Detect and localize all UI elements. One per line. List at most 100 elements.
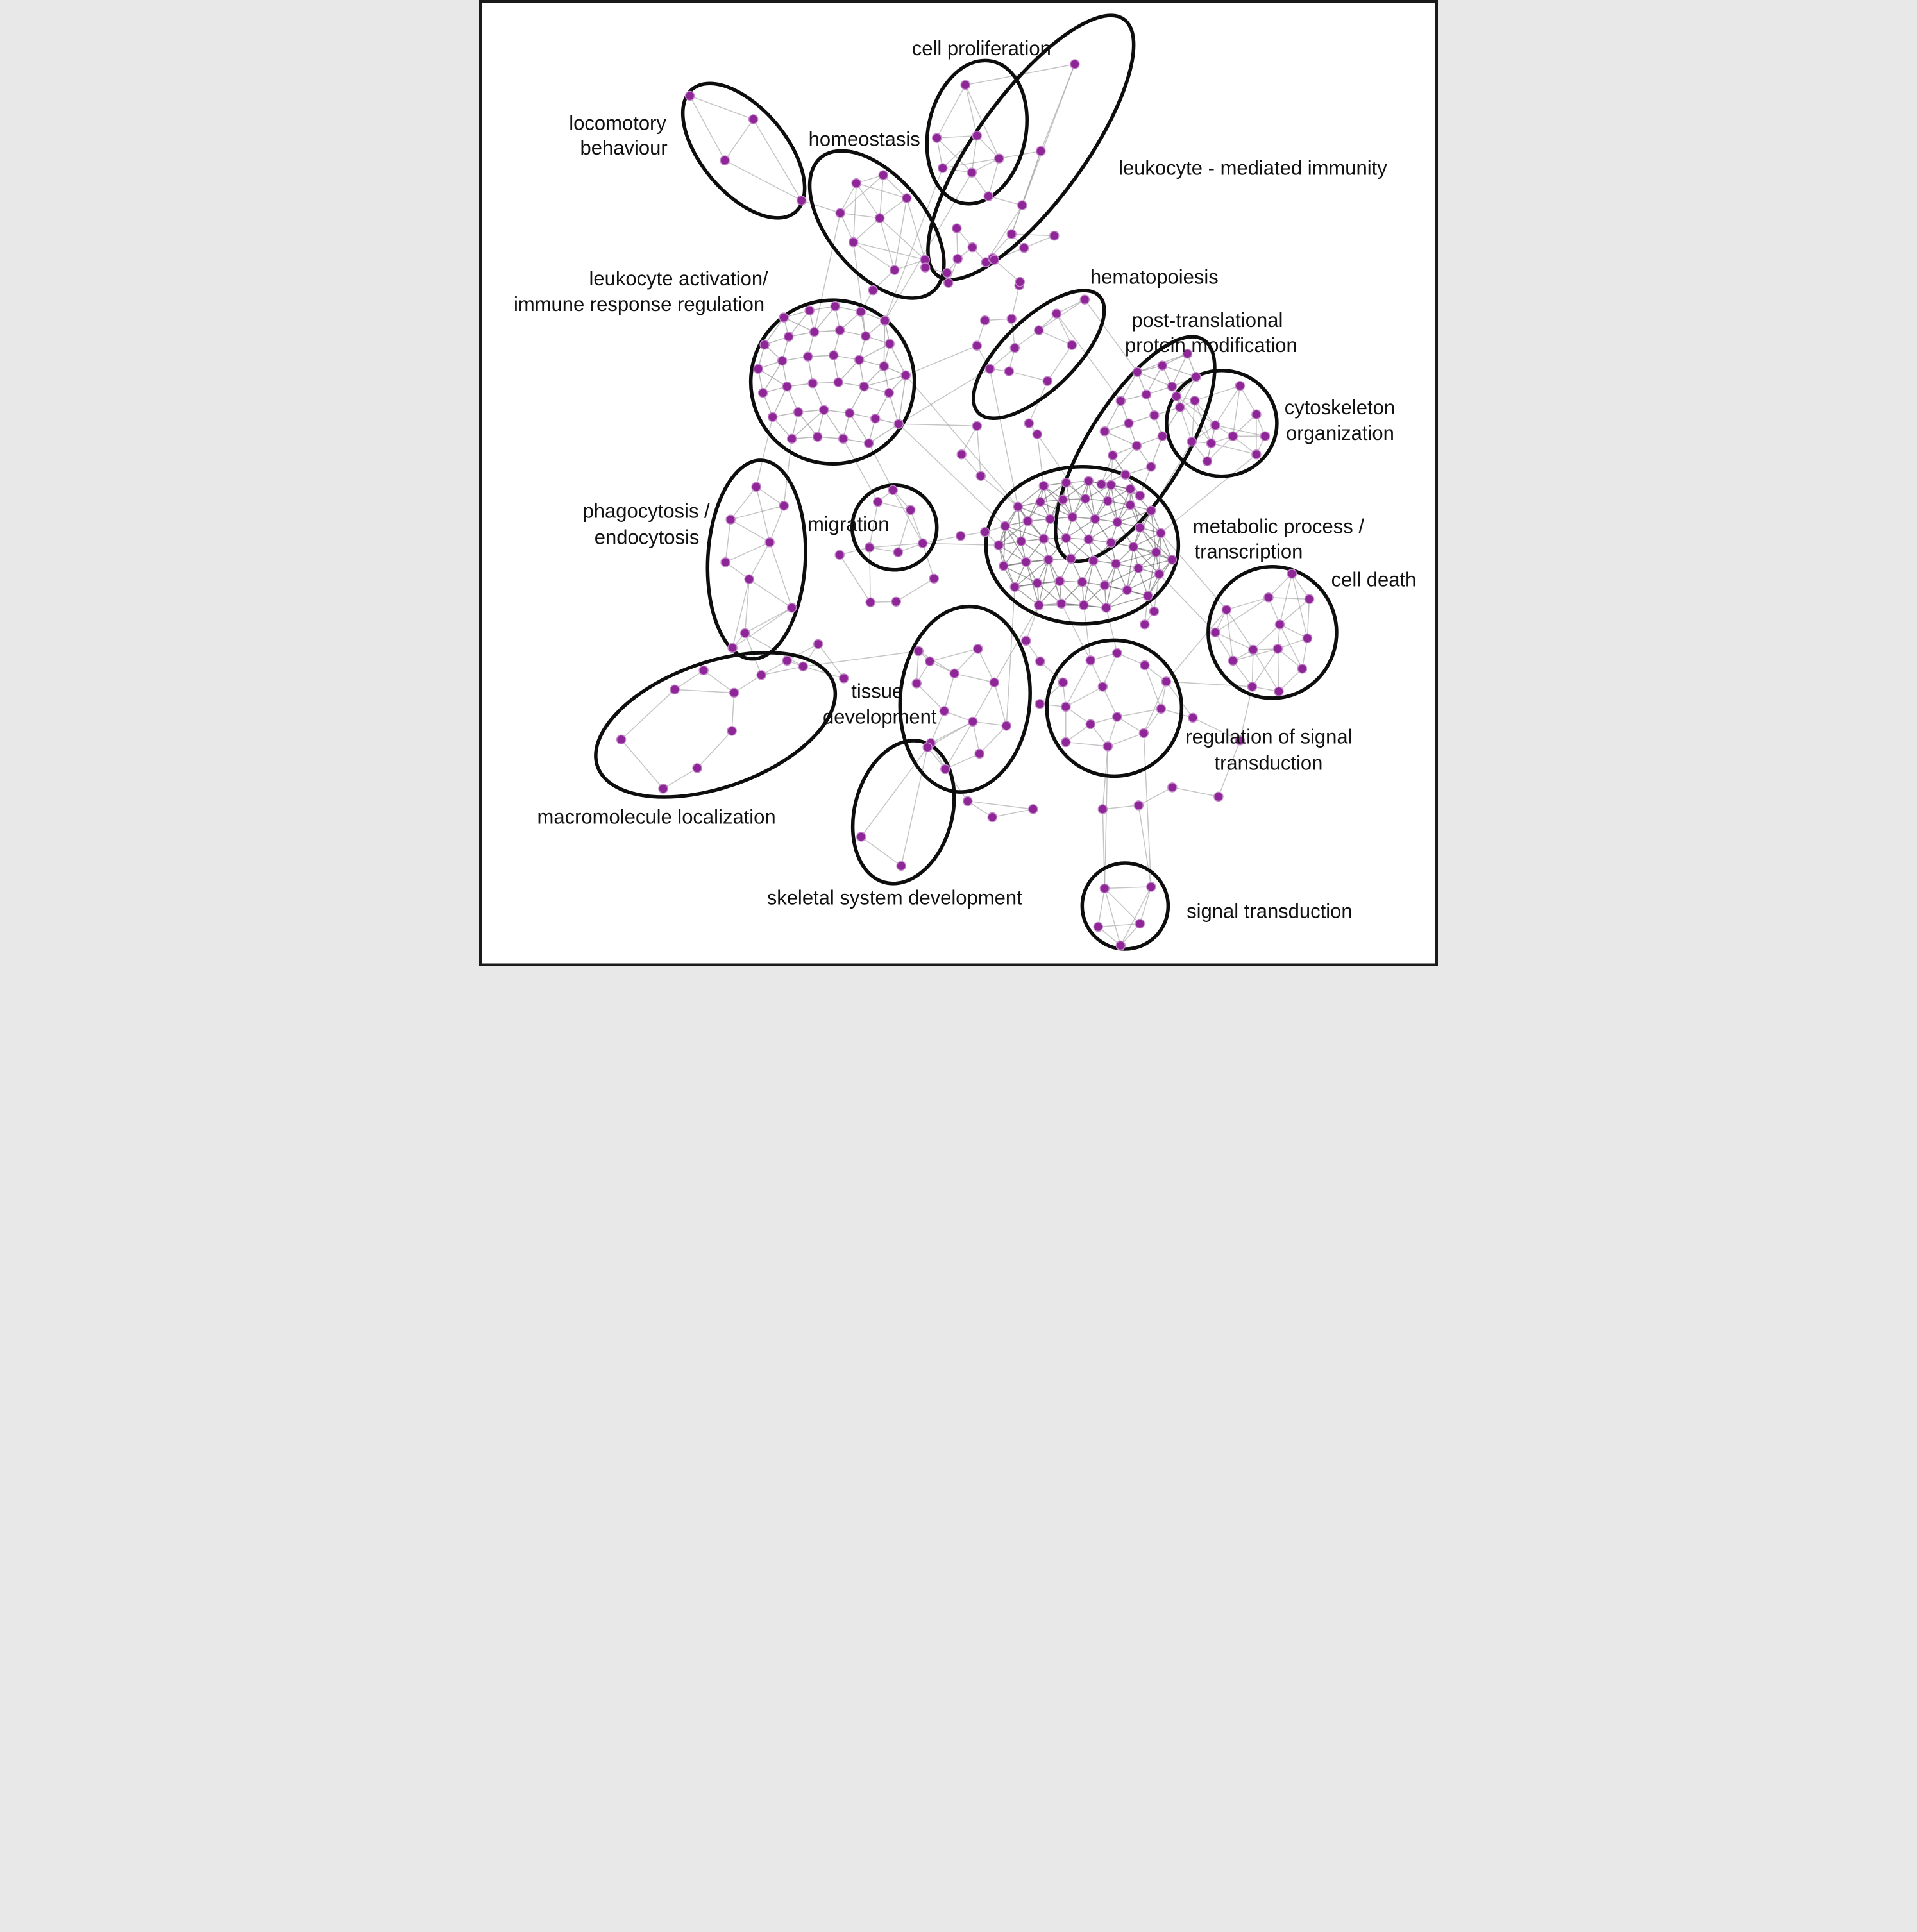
graph-node — [960, 80, 971, 90]
graph-edge — [993, 682, 1007, 727]
graph-edge — [936, 135, 977, 139]
graph-edge — [918, 650, 955, 674]
graph-edge — [989, 348, 1015, 369]
graph-edge — [1251, 648, 1279, 687]
graph-edge — [783, 439, 793, 506]
graph-edge — [1129, 505, 1161, 533]
graph-edge — [853, 242, 895, 271]
graph-edge — [734, 675, 762, 693]
graph-edge — [900, 747, 928, 866]
graph-node — [924, 656, 935, 667]
graph-node — [929, 573, 939, 584]
graph-edge — [943, 673, 955, 712]
graph-node — [692, 763, 702, 773]
graph-node — [1287, 569, 1297, 579]
graph-edge — [621, 739, 664, 789]
graph-edge — [1161, 708, 1194, 719]
graph-node — [786, 433, 797, 444]
graph-edge — [802, 666, 844, 679]
graph-edge — [972, 721, 1007, 727]
graph-node — [1067, 340, 1077, 350]
graph-node — [1088, 555, 1099, 566]
graph-node — [1247, 682, 1258, 692]
graph-edge — [861, 836, 902, 867]
cluster-ellipse-leukocyte-mediated-immunity — [926, 13, 1136, 281]
graph-node — [1135, 523, 1145, 533]
graph-edge — [1108, 732, 1144, 747]
graph-node — [1009, 342, 1020, 353]
graph-node — [1061, 477, 1072, 488]
graph-node — [834, 325, 845, 335]
graph-node — [937, 163, 948, 173]
graph-edge — [967, 800, 1033, 810]
cluster-ellipse-tissue-development — [898, 604, 1032, 794]
graph-node — [884, 339, 895, 349]
graph-node — [807, 378, 818, 389]
graph-node — [1120, 469, 1131, 480]
graph-node — [1167, 381, 1178, 392]
graph-node — [1058, 494, 1068, 505]
graph-node — [911, 678, 922, 689]
graph-node — [1006, 314, 1017, 324]
graph-edge — [1226, 609, 1254, 650]
cluster-label-post-translational-protein-modification: protein modification — [1125, 334, 1297, 357]
graph-node — [939, 706, 949, 716]
cluster-ellipse-leukocyte-activation-immune-response-regulation — [748, 298, 916, 466]
graph-edge — [1143, 733, 1152, 887]
graph-node — [779, 501, 789, 511]
graph-edge — [1277, 648, 1303, 669]
graph-edge — [1278, 668, 1303, 692]
graph-node — [1235, 735, 1246, 746]
graph-node — [922, 742, 933, 753]
graph-edge — [889, 343, 906, 376]
graph-edge — [803, 650, 919, 668]
graph-node — [1228, 655, 1238, 666]
cluster-label-macromolecule-localization: macromolecule localization — [537, 805, 776, 828]
graph-node — [860, 331, 871, 341]
graph-node — [983, 191, 994, 201]
graph-edge — [731, 693, 735, 731]
graph-edge — [1061, 603, 1091, 661]
graph-edge — [752, 119, 802, 201]
graph-node — [917, 538, 928, 549]
graph-edge — [1104, 431, 1137, 446]
graph-edge — [954, 648, 979, 674]
graph-edge — [769, 542, 793, 609]
graph-node — [782, 381, 792, 392]
graph-node — [1102, 741, 1113, 752]
graph-edge — [977, 648, 995, 683]
graph-edge — [1147, 552, 1157, 596]
graph-node — [1019, 242, 1029, 253]
graph-edge — [1133, 532, 1161, 548]
graph-node — [1221, 605, 1232, 615]
graph-node — [1156, 703, 1167, 714]
graph-edge — [1211, 442, 1257, 455]
graph-edge — [976, 135, 1000, 159]
graph-node — [804, 305, 815, 315]
graph-node — [1248, 644, 1258, 655]
graph-node — [987, 812, 998, 823]
graph-node — [828, 350, 839, 360]
graph-edge — [922, 543, 934, 579]
graph-edge — [725, 542, 770, 563]
graph-edge — [756, 487, 770, 542]
graph-node — [859, 381, 869, 392]
graph-edge — [1104, 886, 1151, 889]
graph-node — [980, 315, 990, 326]
graph-edge — [988, 158, 1000, 197]
graph-node — [720, 557, 730, 567]
graph-node — [739, 628, 750, 639]
graph-edge — [813, 212, 841, 332]
graph-node — [1157, 360, 1168, 371]
graph-edge — [1061, 582, 1083, 604]
graph-edge — [1232, 414, 1257, 437]
graph-edge — [972, 721, 980, 754]
graph-edge — [801, 199, 841, 214]
cluster-label-phagocytosis-endocytosis: endocytosis — [595, 526, 700, 548]
graph-node — [1106, 480, 1117, 491]
graph-node — [974, 748, 985, 759]
graph-edge — [1117, 489, 1131, 523]
graph-edge — [852, 183, 857, 242]
graph-node — [809, 326, 820, 337]
